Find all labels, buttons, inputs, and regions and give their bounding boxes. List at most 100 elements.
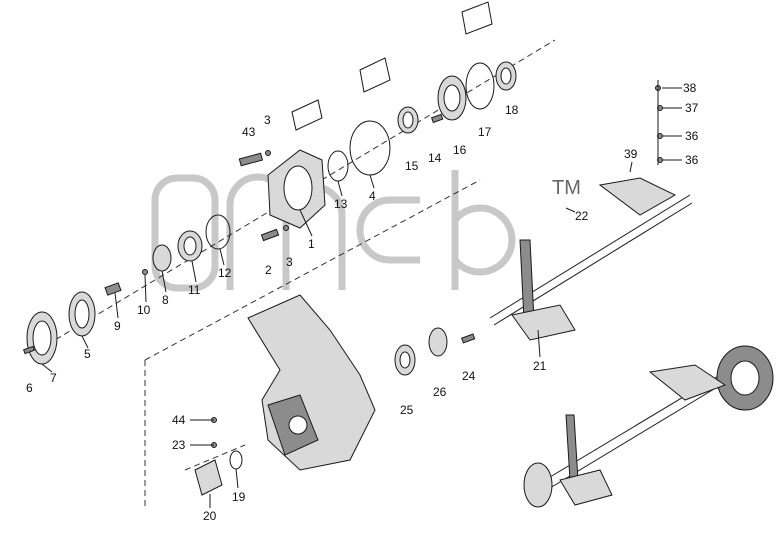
callout-16: 16: [453, 143, 467, 157]
leader-9: [114, 292, 119, 319]
callout-7: 7: [50, 371, 57, 385]
callout-2: 2: [265, 263, 272, 277]
callout-8: 8: [162, 293, 169, 307]
leader-19: [235, 468, 239, 489]
gasket-7-hole: [32, 320, 52, 356]
hub-stack: [394, 327, 476, 376]
callout-36-top: 36: [685, 129, 699, 143]
callout-37: 37: [685, 101, 699, 115]
axis-upper: [29, 39, 556, 356]
watermark-letter-c: [356, 196, 420, 264]
ring-19: [229, 450, 243, 470]
washer-3-top: [265, 150, 271, 156]
callout-23: 23: [172, 438, 186, 452]
leader-22: [565, 207, 576, 213]
bolt-43: [238, 152, 264, 167]
gasket-17: [465, 62, 495, 110]
callout-4: 4: [369, 189, 376, 203]
seal-15-bore: [402, 111, 414, 129]
callout-36-bottom: 36: [685, 153, 699, 167]
rotor-shaft-upper: [489, 80, 693, 341]
leader-8: [161, 270, 167, 293]
paddle-21: [511, 304, 576, 341]
callout-12: 12: [218, 266, 232, 280]
callout-11: 11: [188, 283, 201, 297]
seal-stack-upper: [291, 1, 517, 182]
washer-10: [142, 269, 148, 275]
washer-3-bottom: [283, 225, 289, 231]
callout-13: 13: [334, 197, 348, 211]
lower-flange: [523, 462, 553, 508]
leader-1: [299, 209, 313, 237]
cover-16-bore: [443, 84, 461, 112]
axis-lower: [184, 444, 246, 471]
leader-7: [41, 363, 53, 373]
callout-5: 5: [84, 347, 91, 361]
plate-5-hole: [74, 299, 90, 329]
callout-26: 26: [433, 385, 447, 399]
ring-12: [205, 214, 231, 250]
blade-39: [598, 177, 677, 216]
assembly-axes: [29, 39, 556, 510]
transmission-casing: [247, 294, 376, 471]
leader-12: [219, 248, 225, 266]
callout-9: 9: [114, 319, 121, 333]
screw-6: [22, 345, 36, 355]
callout-3-upper: 3: [264, 113, 271, 127]
leader-10: [144, 274, 147, 303]
transmission-port: [288, 415, 308, 435]
flange-stack-left: [22, 214, 231, 365]
bolt-2: [260, 228, 280, 242]
axis-middle: [144, 179, 481, 361]
callout-6: 6: [26, 381, 33, 395]
callout-39: 39: [624, 147, 638, 161]
lower-hub-bore: [730, 360, 760, 396]
leader-4: [369, 174, 375, 189]
callout-43: 43: [242, 125, 256, 139]
leader-21: [537, 329, 541, 358]
leader-13: [337, 180, 343, 197]
callout-14: 14: [428, 151, 442, 165]
callout-labels: 6 7 5 9 10 8 11 12 2 3 1 43 3 13 4 15 14…: [26, 81, 699, 523]
watermark-letter-a: [151, 174, 219, 292]
bolt-24: [461, 333, 476, 344]
lower-blade: [648, 364, 727, 401]
lower-tine: [565, 414, 579, 481]
callout-20: 20: [203, 509, 217, 523]
housing-bore: [283, 165, 313, 211]
callout-44: 44: [172, 413, 186, 427]
callout-38: 38: [683, 81, 697, 95]
lower-paddle: [559, 469, 613, 506]
leader-5: [81, 335, 89, 349]
leader-39: [629, 161, 633, 173]
bushing-20: [194, 459, 223, 496]
cap-8: [152, 244, 172, 272]
rotor-shaft-lower: [523, 345, 774, 508]
bolt-9: [104, 282, 122, 296]
seal-18-bore: [500, 67, 512, 85]
callout-3-lower: 3: [286, 255, 293, 269]
gasket-25-bore: [399, 351, 411, 369]
callout-24: 24: [462, 369, 476, 383]
seal-profile-detail-15: [359, 57, 391, 93]
callout-17: 17: [478, 125, 492, 139]
callout-10: 10: [137, 303, 151, 317]
seal-profile-detail-18: [461, 1, 493, 35]
callout-25: 25: [400, 403, 414, 417]
lower-shaft-edge-bottom: [549, 382, 725, 489]
gear-housing-1: [238, 149, 326, 242]
leader-11: [191, 260, 197, 283]
callout-22: 22: [575, 209, 589, 223]
bushing-stack: [194, 417, 243, 496]
watermark-letter-b: [451, 170, 516, 290]
seal-13: [327, 150, 349, 182]
shaft-21-edge-top: [489, 194, 691, 319]
callout-18: 18: [505, 103, 519, 117]
callout-1: 1: [308, 237, 315, 251]
screw-14: [430, 113, 444, 124]
leader-lines: [41, 87, 682, 508]
plate-26: [428, 327, 448, 357]
callout-19: 19: [232, 490, 246, 504]
